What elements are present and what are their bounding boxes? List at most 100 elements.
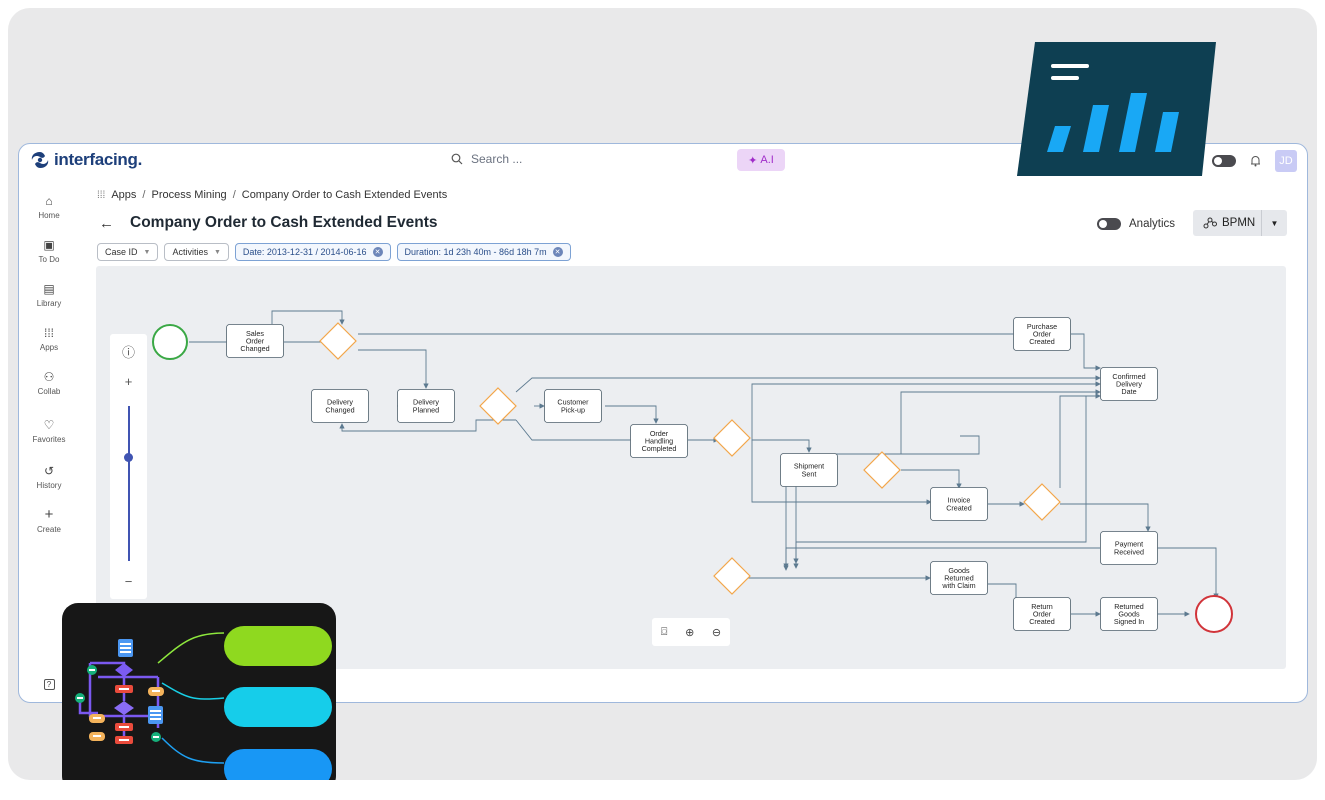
start-event[interactable] xyxy=(152,324,188,360)
analytics-chart-icon xyxy=(1017,42,1216,176)
gateway[interactable] xyxy=(319,322,357,360)
activity-label: Received xyxy=(1114,547,1144,556)
apps-grid-icon: ⁞⁞⁞ xyxy=(43,326,54,340)
activity-label: Return xyxy=(1031,602,1053,611)
sidebar-item-create[interactable]: + Create xyxy=(19,506,79,534)
breadcrumb-separator: / xyxy=(142,189,146,201)
sidebar-item-label: Library xyxy=(36,299,62,308)
flow-edge xyxy=(751,440,932,505)
breadcrumb-item-apps[interactable]: Apps xyxy=(111,189,137,201)
heart-icon: ♡ xyxy=(43,418,55,432)
activity-label: Sales xyxy=(246,329,264,338)
plus-icon: + xyxy=(44,506,54,523)
flow-edge xyxy=(605,405,659,424)
sidebar-item-todo[interactable]: ▣ To Do xyxy=(19,238,79,264)
bell-icon[interactable] xyxy=(1250,155,1261,167)
filter-chip-label: Date: 2013-12-31 / 2014-06-16 xyxy=(242,247,367,257)
flow-edge xyxy=(900,389,1101,454)
filter-chip-date[interactable]: Date: 2013-12-31 / 2014-06-16 ✕ xyxy=(234,243,391,261)
sidebar-item-home[interactable]: ⌂ Home xyxy=(19,194,79,220)
flow-edge xyxy=(783,547,1100,571)
sidebar-item-collab[interactable]: ⚇ Collab xyxy=(19,370,79,396)
zoom-out-icon[interactable]: − xyxy=(124,574,133,589)
sidebar-item-favorites[interactable]: ♡ Favorites xyxy=(19,418,79,444)
activity-label: Payment xyxy=(1115,540,1143,549)
info-icon[interactable]: ⓘ xyxy=(121,345,135,360)
chevron-down-icon[interactable]: ▼ xyxy=(1261,210,1287,236)
clear-filter-icon[interactable]: ✕ xyxy=(372,247,383,257)
search-placeholder: Search ... xyxy=(471,152,523,166)
help-button[interactable]: ? xyxy=(19,674,79,692)
brand-logo[interactable]: interfacing. xyxy=(29,150,142,170)
sidebar-item-label: Create xyxy=(36,525,61,534)
interfacing-logo-icon xyxy=(31,152,49,168)
zoom-slider-handle[interactable] xyxy=(124,453,133,462)
flow-edge xyxy=(901,469,962,489)
breadcrumb-item-process-mining[interactable]: Process Mining xyxy=(151,189,227,201)
bpmn-view-button[interactable]: BPMN ▼ xyxy=(1193,210,1287,236)
breadcrumb: ⁞⁞⁞ Apps / Process Mining / Company Orde… xyxy=(97,189,447,201)
activity-label: Handling xyxy=(645,437,673,446)
flow-edge xyxy=(751,422,812,453)
filter-chip-case-id[interactable]: Case ID ▼ xyxy=(97,243,159,261)
filter-chip-activities[interactable]: Activities ▼ xyxy=(164,243,229,261)
page-header: ← Company Order to Cash Extended Events xyxy=(99,214,438,232)
gateway[interactable] xyxy=(713,557,751,595)
bpmn-main[interactable]: BPMN xyxy=(1193,217,1261,229)
zoom-slider-track[interactable] xyxy=(128,406,130,561)
sidebar-item-apps[interactable]: ⁞⁞⁞ Apps xyxy=(19,326,79,352)
activity-label: Returned xyxy=(1114,602,1144,611)
gateway[interactable] xyxy=(1023,483,1061,521)
theme-toggle[interactable] xyxy=(1212,155,1236,167)
activity-label: Order xyxy=(650,429,669,438)
activity-label: Created xyxy=(946,503,972,512)
clear-filter-icon[interactable]: ✕ xyxy=(552,247,563,257)
end-event[interactable] xyxy=(1195,595,1233,633)
filter-chip-duration[interactable]: Duration: 1d 23h 40m - 86d 18h 7m ✕ xyxy=(396,243,571,261)
flow-edge xyxy=(1157,547,1219,599)
activity-label: Delivery xyxy=(1116,380,1142,389)
brand-name: interfacing. xyxy=(54,150,143,169)
fit-to-screen-icon[interactable]: ⌼ xyxy=(660,625,668,638)
zoom-in-icon[interactable]: ⊕ xyxy=(685,626,695,639)
gateway[interactable] xyxy=(479,387,517,425)
zoom-out-icon[interactable]: ⊖ xyxy=(711,626,722,639)
sidebar-item-history[interactable]: ↺ History xyxy=(19,464,79,490)
process-graph-icon xyxy=(1203,217,1217,229)
search-icon xyxy=(451,153,463,165)
flow-edge xyxy=(783,435,980,569)
activity-label: Shipment xyxy=(794,462,824,471)
avatar[interactable]: JD xyxy=(1275,150,1297,172)
gateway[interactable] xyxy=(713,419,751,457)
filter-chip-label: Case ID xyxy=(105,247,138,257)
gateway[interactable] xyxy=(863,451,901,489)
analytics-switch[interactable] xyxy=(1097,218,1121,230)
activity-label: Order xyxy=(246,337,265,346)
ai-button[interactable]: ✦ A.I xyxy=(737,149,785,171)
activity-label: Completed xyxy=(642,444,677,453)
analytics-toggle[interactable]: Analytics xyxy=(1097,218,1175,230)
sidebar-item-library[interactable]: ▤ Library xyxy=(19,282,79,308)
back-arrow-icon[interactable]: ← xyxy=(99,214,114,232)
marketing-stage: interfacing. Search ... ✦ A.I JD ⌂ Home xyxy=(8,8,1317,780)
flow-edge xyxy=(515,419,649,442)
flow-edge xyxy=(1071,333,1101,371)
zoom-in-icon[interactable]: + xyxy=(124,374,133,389)
activity-label: Signed In xyxy=(1114,617,1144,626)
search-input[interactable]: Search ... xyxy=(451,152,522,166)
